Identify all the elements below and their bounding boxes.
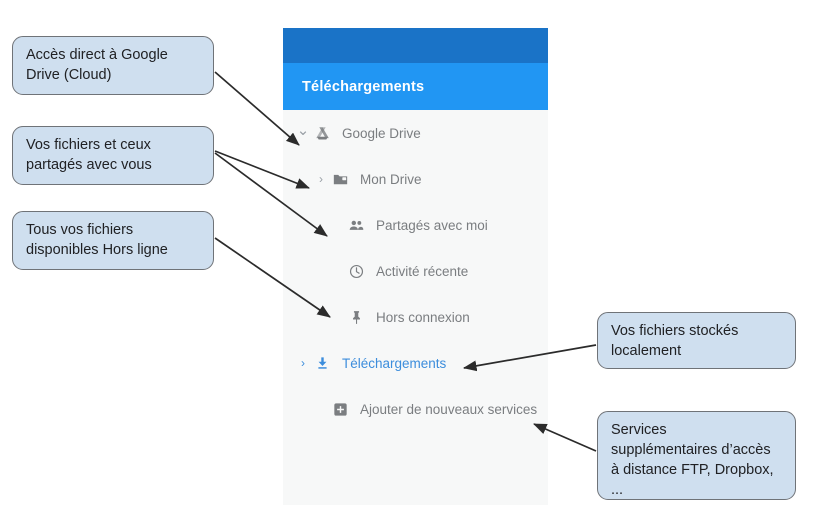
panel-top-bar — [283, 28, 548, 63]
callout-offline-files: Tous vos fichiers disponibles Hors ligne — [12, 211, 214, 270]
chevron-right-icon[interactable]: › — [319, 172, 323, 186]
callout-shared-files: Vos fichiers et ceux partagés avec vous — [12, 126, 214, 185]
sidebar-item-label: Mon Drive — [360, 171, 422, 187]
panel-header: Téléchargements — [283, 63, 548, 110]
pin-icon — [345, 308, 367, 326]
sidebar-item-label: Partagés avec moi — [376, 217, 488, 233]
plus-box-icon — [329, 400, 351, 418]
chevron-down-icon[interactable]: ⌄ — [296, 121, 310, 139]
sidebar-item-google-drive[interactable]: ⌄ Google Drive — [283, 110, 548, 156]
sidebar-item-activite-recente[interactable]: Activité récente — [283, 248, 548, 294]
sidebar-item-label: Ajouter de nouveaux services — [360, 401, 538, 417]
callout-google-drive: Accès direct à Google Drive (Cloud) — [12, 36, 214, 95]
sidebar-item-label: Activité récente — [376, 263, 469, 279]
clock-icon — [345, 262, 367, 280]
google-drive-icon — [311, 124, 333, 142]
people-icon — [345, 216, 367, 234]
sidebar-item-label: Google Drive — [342, 125, 421, 141]
callout-local-files: Vos fichiers stockés localement — [597, 312, 796, 369]
sidebar-item-telechargements[interactable]: › Téléchargements — [283, 340, 548, 386]
sidebar-item-ajouter-de-nouveaux-services[interactable]: Ajouter de nouveaux services — [283, 386, 548, 432]
callout-extra-services: Services supplémentaires d’accès à dista… — [597, 411, 796, 500]
sidebar-item-label: Hors connexion — [376, 309, 470, 325]
folder-icon — [329, 170, 351, 188]
page-title: Téléchargements — [302, 78, 425, 95]
sidebar-item-mon-drive[interactable]: › Mon Drive — [283, 156, 548, 202]
download-icon — [311, 354, 333, 372]
chevron-right-icon[interactable]: › — [301, 356, 305, 370]
sidebar-item-label: Téléchargements — [342, 355, 447, 371]
sidebar-item-hors-connexion[interactable]: Hors connexion — [283, 294, 548, 340]
sidebar-item-partages-avec-moi[interactable]: Partagés avec moi — [283, 202, 548, 248]
